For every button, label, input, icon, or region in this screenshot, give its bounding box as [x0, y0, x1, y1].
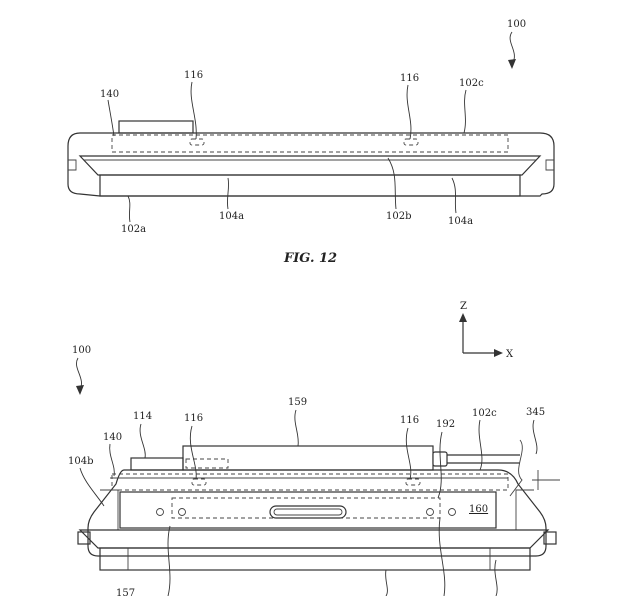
fig12-label-102a: 102a: [121, 224, 146, 235]
fig13-leader-114: [139, 423, 146, 459]
fig13-arrowhead-100: [76, 385, 84, 395]
fig12-leader-102a: [127, 195, 131, 223]
fig12-label-116-right: 116: [400, 73, 419, 84]
fig13-port-slot-inner: [273, 508, 343, 516]
fig12-leader-102b: [387, 157, 397, 210]
fig13-leader-192: [437, 431, 443, 499]
fig13-leader-down-mid: [385, 569, 388, 596]
fig13-leader-116-right: [405, 427, 412, 480]
fig13-hole-right-2: [448, 508, 456, 516]
fig13-label-157: 157: [116, 588, 135, 596]
x-axis-arrowhead: [494, 349, 503, 357]
fig12-sensor-116-left: [189, 138, 205, 146]
fig13-leader-104b: [79, 467, 105, 507]
fig12-arrow-100: [509, 31, 515, 65]
fig13-housing-outline: [87, 469, 547, 557]
fig12-housing-outline: [67, 132, 555, 197]
fig12-leader-116-left: [190, 81, 197, 140]
fig12-leader-104a-right: [451, 177, 457, 214]
fig13-hole-left-1: [156, 508, 164, 516]
fig12-leader-102c: [463, 89, 467, 134]
fig13-leader-down-far-right: [494, 559, 498, 596]
fig13-component-140: [111, 473, 509, 491]
fig12-diagram: 100 140 116 116 102c 102a 104a: [67, 19, 555, 266]
fig12-band-102b: [78, 155, 542, 176]
fig12-label-104a-mid: 104a: [219, 211, 244, 222]
fig13-bottom-band: [78, 529, 550, 549]
x-axis-label: X: [506, 349, 514, 360]
fig12-label-102b: 102b: [386, 211, 412, 222]
fig13-label-104b: 104b: [68, 456, 94, 467]
fig13-label-160: 160: [469, 504, 488, 515]
fig13-right-tab: [543, 531, 557, 545]
fig12-label-116-left: 116: [184, 70, 203, 81]
fig13-dashed-114-extension: [185, 458, 229, 469]
fig12-leader-140: [107, 99, 115, 137]
fig12-bottom-plate-104a: [99, 174, 521, 197]
fig13-label-116-right: 116: [400, 415, 419, 426]
fig12-right-rail: [545, 159, 554, 171]
fig13-camera-module-159: [182, 445, 434, 471]
fig13-label-345: 345: [526, 407, 545, 418]
fig13-region-160: [119, 491, 497, 529]
fig13-label-192: 192: [436, 419, 455, 430]
fig13-hole-right-1: [426, 508, 434, 516]
fig13-label-116-left: 116: [184, 413, 203, 424]
fig12-caption: FIG. 12: [283, 251, 337, 266]
fig13-leader-159: [294, 409, 299, 447]
fig12-sensor-116-right: [403, 138, 419, 146]
fig13-sensor-116-right: [405, 478, 421, 486]
fig13-cable: [447, 454, 520, 464]
fig12-label-102c: 102c: [459, 78, 484, 89]
fig12-component-140: [111, 134, 509, 153]
fig13-arrow-100: [76, 357, 82, 391]
fig12-label-100: 100: [507, 19, 526, 30]
fig13-hole-left-2: [178, 508, 186, 516]
fig13-label-102c: 102c: [472, 408, 497, 419]
fig13-label-114: 114: [133, 411, 152, 422]
fig12-leader-104a-mid: [226, 177, 230, 210]
fig13-leader-345: [532, 419, 538, 455]
z-axis-arrowhead: [459, 313, 467, 322]
z-axis-label: Z: [460, 301, 467, 312]
fig12-leader-116-right: [406, 84, 412, 140]
fig13-port-slot: [269, 505, 347, 519]
fig12-arrowhead-100: [508, 59, 516, 69]
fig13-bracket-345: [532, 470, 560, 490]
fig13-plate-114: [130, 457, 184, 471]
fig13-leader-140: [109, 443, 115, 477]
fig13-bottom-plate: [99, 547, 531, 571]
fig13-diagram: Z X 100: [68, 301, 560, 596]
fig13-leader-down-right: [438, 517, 446, 596]
fig12-label-140: 140: [100, 89, 119, 100]
fig13-cable-bend: [509, 439, 523, 497]
fig13-label-100: 100: [72, 345, 91, 356]
fig13-left-tab: [77, 531, 91, 545]
fig13-label-159: 159: [288, 397, 307, 408]
fig13-label-140: 140: [103, 432, 122, 443]
fig13-leader-down-left: [167, 525, 171, 596]
fig12-label-104a-right: 104a: [448, 216, 473, 227]
fig12-left-rail: [68, 159, 77, 171]
fig12-top-plate: [118, 120, 194, 134]
fig13-leader-102c: [478, 419, 483, 471]
fig13-sensor-116-left: [191, 478, 207, 486]
fig13-leader-116-left: [189, 425, 197, 480]
